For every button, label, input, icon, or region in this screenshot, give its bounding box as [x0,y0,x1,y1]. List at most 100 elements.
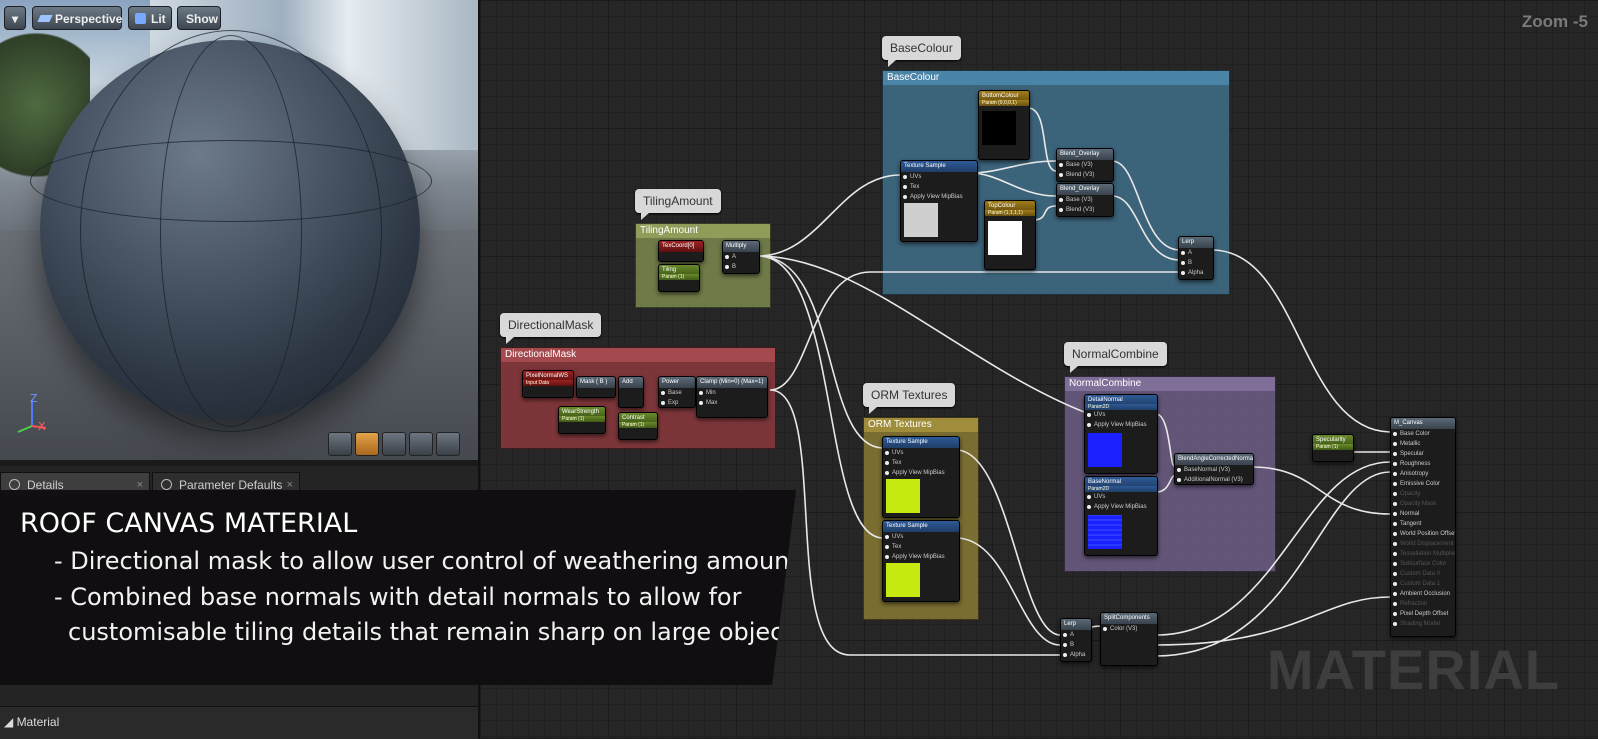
result-pin[interactable]: Base Color [1391,429,1455,439]
result-pin[interactable]: Ambient Occlusion [1391,589,1455,599]
preview-cube-icon[interactable] [409,432,433,456]
texture-preview [886,479,920,513]
node-tiling[interactable]: Tiling Param (1) [658,264,700,292]
pin-color[interactable]: Color (V3) [1101,624,1157,634]
pin-base[interactable]: Base [659,388,695,398]
material-graph[interactable]: Zoom -5 MATERIAL BaseColour TilingAmount… [478,0,1598,738]
preview-plane-icon[interactable] [382,432,406,456]
preview-mesh-icon[interactable] [436,432,460,456]
comment-bubble-orm-textures[interactable]: ORM Textures [863,383,956,414]
perspective-button[interactable]: Perspective [32,6,122,30]
node-lerp[interactable]: Lerp A B Alpha [1178,236,1214,280]
lit-button[interactable]: Lit [128,6,172,30]
viewport-menu-button[interactable]: ▾ [4,6,26,30]
preview-sphere-icon[interactable] [355,432,379,456]
pin-uvs[interactable]: UVs [901,172,977,182]
pin-base[interactable]: Base (V3) [1057,195,1113,205]
result-pin[interactable]: World Displacement [1391,539,1455,549]
pin-min[interactable]: Min [697,388,767,398]
node-split-components[interactable]: SplitComponents Color (V3) [1100,612,1158,666]
pin-uvs[interactable]: UVs [1085,410,1157,420]
node-texture-sample[interactable]: Texture Sample UVs Tex Apply View MipBia… [900,160,978,242]
node-top-colour[interactable]: TopColour Param (1,1,1,1) [984,200,1036,270]
node-contrast[interactable]: Contrast Param (1) [618,412,658,440]
node-detail-normal[interactable]: DetailNormal Param2D UVs Apply View MipB… [1084,394,1158,474]
pin-blend[interactable]: Blend (V3) [1057,205,1113,215]
material-category-header[interactable]: ◢ Material [0,706,478,739]
node-blend-overlay[interactable]: Blend_Overlay Base (V3) Blend (V3) [1056,183,1114,217]
pin-apply-mip[interactable]: Apply View MipBias [883,552,959,562]
close-icon[interactable]: × [286,479,293,491]
pin-uvs[interactable]: UVs [883,532,959,542]
result-pin[interactable]: Normal [1391,509,1455,519]
node-pixel-normal[interactable]: PixelNormalWS Input Data [522,370,574,398]
comment-bubble-directional-mask[interactable]: DirectionalMask [500,313,602,344]
node-texcoord[interactable]: TexCoord[0] [658,240,704,262]
pin-tex[interactable]: Tex [883,542,959,552]
node-base-normal[interactable]: BaseNormal Param2D UVs Apply View MipBia… [1084,476,1158,556]
pin-apply-mip[interactable]: Apply View MipBias [883,468,959,478]
pin-max[interactable]: Max [697,398,767,408]
pin-alpha[interactable]: Alpha [1061,650,1091,660]
pin-exp[interactable]: Exp [659,398,695,407]
pin-b[interactable]: B [1061,640,1091,650]
node-blend-overlay[interactable]: Blend_Overlay Base (V3) Blend (V3) [1056,148,1114,182]
pin-a[interactable]: A [1179,248,1213,258]
node-texture-sample[interactable]: Texture Sample UVs Tex Apply View MipBia… [882,436,960,518]
pin-tex[interactable]: Tex [883,458,959,468]
close-icon[interactable]: × [136,479,143,491]
comment-bubble-base-colour[interactable]: BaseColour [882,36,961,67]
preview-cylinder-icon[interactable] [328,432,352,456]
node-power[interactable]: Power Base Exp [658,376,696,408]
pin-base-normal[interactable]: BaseNormal (V3) [1175,465,1253,475]
result-pin[interactable]: Opacity [1391,489,1455,499]
node-title: SplitComponents [1101,613,1157,624]
node-mask[interactable]: Mask ( B ) [576,376,616,398]
pin-uvs[interactable]: UVs [1085,492,1157,502]
node-bottom-colour[interactable]: BottomColour Param (0,0,0,1) [978,90,1030,160]
result-pin[interactable]: Roughness [1391,459,1455,469]
pin-b[interactable]: B [1179,258,1213,268]
comment-bubble-tiling-amount[interactable]: TilingAmount [635,189,721,220]
result-pin[interactable]: Custom Data 1 [1391,579,1455,589]
node-specularity[interactable]: Specularity Param (1) [1312,434,1354,462]
texture-preview [1088,515,1122,549]
result-pin[interactable]: Opacity Mask [1391,499,1455,509]
pin-alpha[interactable]: Alpha [1179,268,1213,278]
pin-a[interactable]: A [723,252,759,262]
pin-uvs[interactable]: UVs [883,448,959,458]
pin-tex[interactable]: Tex [901,182,977,192]
node-clamp[interactable]: Clamp (Min=0) (Max=1) Min Max [696,376,768,418]
node-texture-sample[interactable]: Texture Sample UVs Tex Apply View MipBia… [882,520,960,602]
result-pin[interactable]: Shading Model [1391,619,1455,629]
result-pin[interactable]: Tangent [1391,519,1455,529]
material-preview-viewport[interactable]: ▾ Perspective Lit Show Z X [0,0,478,460]
pin-apply-mip[interactable]: Apply View MipBias [1085,420,1157,430]
pin-apply-mip[interactable]: Apply View MipBias [1085,502,1157,512]
node-add[interactable]: Add [618,376,644,408]
pin-b[interactable]: B [723,262,759,272]
result-pin[interactable]: Metallic [1391,439,1455,449]
node-blend-angle-corrected-normals[interactable]: BlendAngleCorrectedNormals BaseNormal (V… [1174,453,1254,485]
pin-additional-normal[interactable]: AdditionalNormal (V3) [1175,475,1253,484]
pin-blend[interactable]: Blend (V3) [1057,170,1113,180]
pin-apply-mip[interactable]: Apply View MipBias [901,192,977,202]
result-pin[interactable]: Custom Data 0 [1391,569,1455,579]
pin-a[interactable]: A [1061,630,1091,640]
result-pin[interactable]: Emissive Color [1391,479,1455,489]
show-button[interactable]: Show [177,6,221,30]
node-lerp[interactable]: Lerp A B Alpha [1060,618,1092,662]
result-pin[interactable]: World Position Offset [1391,529,1455,539]
comment-bubble-normal-combine[interactable]: NormalCombine [1064,342,1167,373]
node-wear-strength[interactable]: WearStrength Param (1) [558,406,606,434]
node-title: Multiply [723,241,759,252]
result-pin[interactable]: Pixel Depth Offset [1391,609,1455,619]
result-pin[interactable]: Anisotropy [1391,469,1455,479]
result-pin[interactable]: Refraction [1391,599,1455,609]
pin-base[interactable]: Base (V3) [1057,160,1113,170]
result-pin[interactable]: Tessellation Multiplier [1391,549,1455,559]
result-pin[interactable]: Specular [1391,449,1455,459]
node-multiply[interactable]: Multiply A B [722,240,760,274]
result-pin[interactable]: Subsurface Color [1391,559,1455,569]
